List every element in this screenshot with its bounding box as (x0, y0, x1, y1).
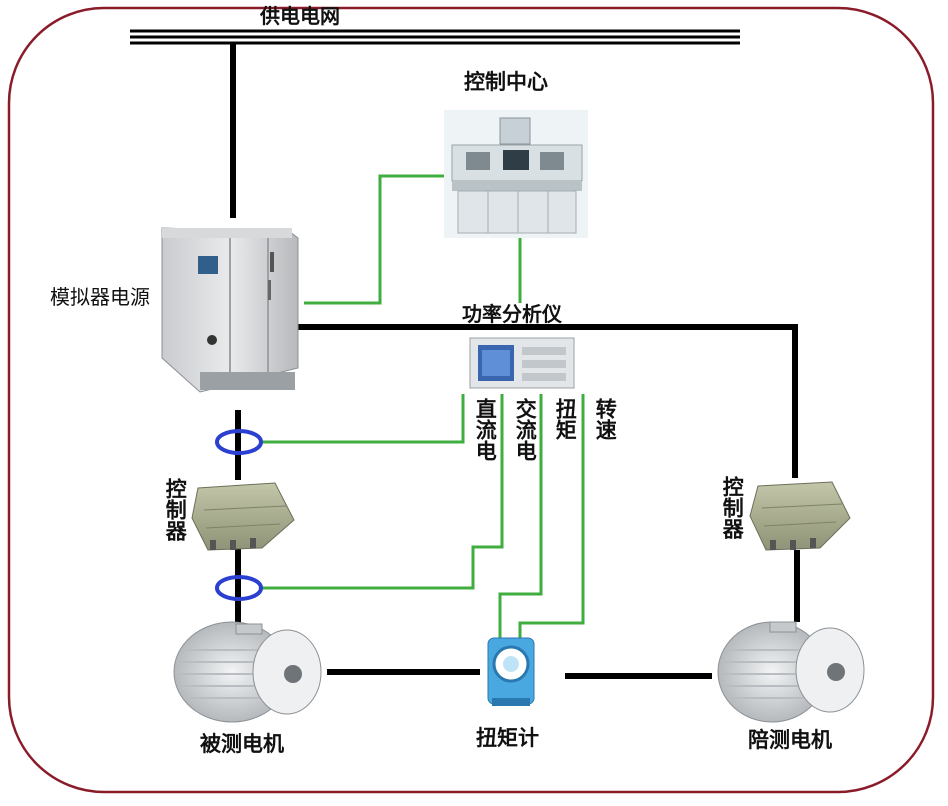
torque-meter-label: 扭矩计 (476, 726, 539, 750)
power-analyzer-device (469, 337, 575, 389)
grid-bus (130, 29, 740, 45)
current-probe-dc (215, 429, 263, 455)
load-motor-label: 陪测电机 (748, 728, 832, 752)
load-motor-device (717, 621, 865, 723)
simulator-power-cabinet (161, 227, 299, 393)
grid-label: 供电电网 (260, 4, 340, 28)
torque-meter-device (487, 637, 535, 706)
power-analyzer-label: 功率分析仪 (462, 302, 562, 326)
power-lines (230, 44, 800, 679)
signal-lines (260, 174, 585, 642)
simulator-power-label: 模拟器电源 (50, 287, 150, 309)
white-patch (24, 98, 152, 194)
current-probe-ac (215, 575, 263, 601)
signal-speed-label: 转速 (593, 398, 618, 440)
controller-right-label: 控制器 (720, 476, 745, 539)
control-center-console (444, 110, 588, 238)
controller-left-device (191, 482, 295, 551)
motor-under-test-device (173, 621, 322, 723)
motor-under-test-label: 被测电机 (200, 732, 284, 756)
controller-left-label: 控制器 (163, 478, 188, 541)
signal-torque-label: 扭矩 (553, 398, 578, 440)
controller-right-device (749, 481, 851, 551)
signal-ac-label: 交流电 (513, 398, 538, 461)
control-center-label: 控制中心 (464, 70, 548, 94)
signal-dc-label: 直流电 (473, 398, 498, 461)
